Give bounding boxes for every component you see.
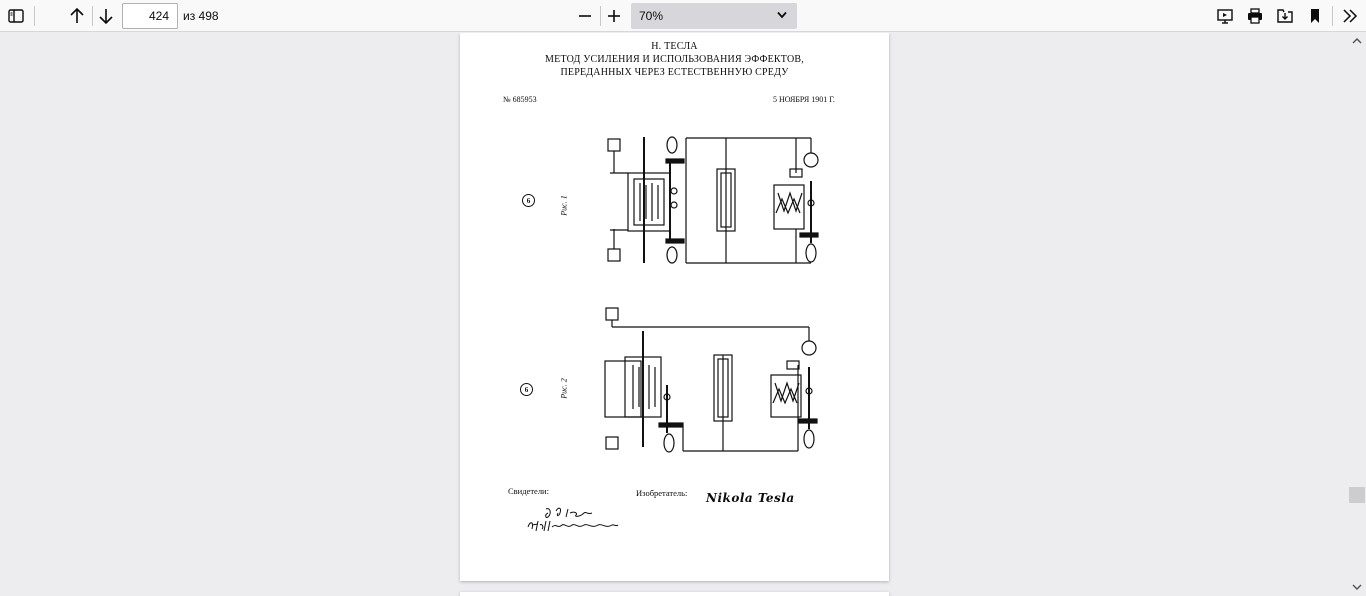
- document-title-line-2: ПЕРЕДАННЫХ ЧЕРЕЗ ЕСТЕСТВЕННУЮ СРЕДУ: [560, 67, 789, 78]
- toolbar-separator: [34, 6, 35, 26]
- arrow-down-icon: [99, 9, 113, 24]
- zoom-select[interactable]: 70%: [631, 3, 797, 29]
- scrollbar-thumb[interactable]: [1349, 487, 1365, 503]
- document-author: Н. ТЕСЛА: [651, 41, 698, 52]
- presentation-icon: [1217, 9, 1233, 24]
- save-button[interactable]: [1272, 3, 1298, 29]
- toolbar-separator: [1332, 6, 1333, 26]
- zoom-value: 70%: [639, 9, 664, 23]
- toolbar-separator: [92, 6, 93, 26]
- page-count-label: из 498: [183, 9, 219, 23]
- save-icon: [1277, 9, 1293, 23]
- scroll-up-icon[interactable]: [1352, 37, 1362, 44]
- pdf-page-next: [460, 592, 889, 596]
- figure-1-diagram: [607, 136, 819, 264]
- arrow-up-icon: [70, 8, 84, 23]
- figure-2-label: Рис. 2: [559, 378, 569, 399]
- inventor-label: Изобретатель:: [636, 488, 688, 498]
- zoom-in-button[interactable]: [601, 3, 627, 29]
- chevron-down-icon: [777, 11, 787, 19]
- toolbar-separator: [600, 6, 601, 26]
- next-page-button[interactable]: [93, 3, 119, 29]
- figure-2-diagram: [604, 307, 818, 453]
- plus-icon: [608, 10, 620, 22]
- document-viewer[interactable]: Н. ТЕСЛА МЕТОД УСИЛЕНИЯ И ИСПОЛЬЗОВАНИЯ …: [0, 33, 1366, 596]
- inventor-signature: Nikola Tesla: [706, 491, 795, 505]
- previous-page-button[interactable]: [64, 3, 90, 29]
- print-button[interactable]: [1242, 3, 1268, 29]
- bookmark-button[interactable]: [1302, 3, 1328, 29]
- sidebar-toggle-icon: [8, 9, 24, 23]
- zoom-out-button[interactable]: [572, 3, 598, 29]
- figure-1-mark: 6: [522, 194, 535, 207]
- print-icon: [1248, 8, 1262, 24]
- minus-icon: [579, 15, 591, 17]
- patent-number: № 685953: [503, 95, 537, 104]
- scroll-down-icon[interactable]: [1352, 584, 1362, 591]
- vertical-scrollbar[interactable]: [1348, 33, 1366, 596]
- tools-menu-button[interactable]: [1337, 3, 1363, 29]
- page-number-input[interactable]: [122, 3, 178, 29]
- bookmark-icon: [1311, 9, 1319, 23]
- double-chevron-icon: [1343, 9, 1358, 23]
- figure-1-label: Рис. 1: [559, 195, 569, 216]
- pdf-page: Н. ТЕСЛА МЕТОД УСИЛЕНИЯ И ИСПОЛЬЗОВАНИЯ …: [460, 33, 889, 581]
- patent-date: 5 НОЯБРЯ 1901 Г.: [773, 95, 835, 104]
- witnesses-label: Свидетели:: [508, 486, 549, 496]
- document-title-line-1: МЕТОД УСИЛЕНИЯ И ИСПОЛЬЗОВАНИЯ ЭФФЕКТОВ,: [545, 54, 804, 65]
- pdf-toolbar: из 498 70%: [0, 0, 1366, 32]
- sidebar-toggle-button[interactable]: [3, 3, 29, 29]
- presentation-mode-button[interactable]: [1212, 3, 1238, 29]
- figure-2-mark: 6: [520, 383, 533, 396]
- witness-signatures: [527, 507, 619, 532]
